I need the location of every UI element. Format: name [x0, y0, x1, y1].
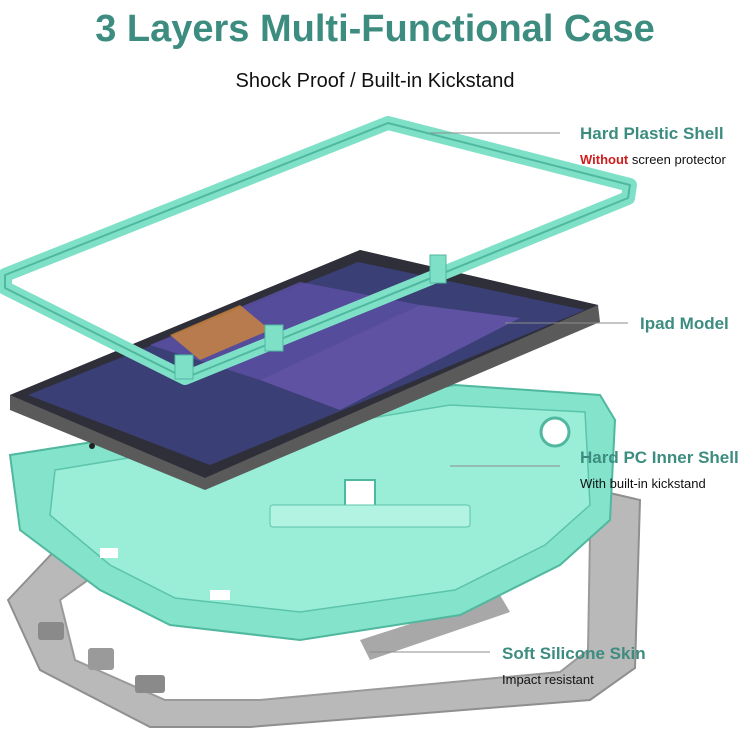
leader-lines	[370, 132, 628, 653]
page-subtitle: Shock Proof / Built-in Kickstand	[235, 70, 515, 92]
plastic-shell-shape	[0, 116, 637, 385]
plastic-shell-note-text: screen protector	[628, 152, 726, 167]
plastic-shell-name: Hard Plastic Shell	[580, 124, 724, 143]
pc-inner-shell-name: Hard PC Inner Shell	[580, 448, 739, 467]
without-highlight: Without	[580, 152, 629, 167]
pc-inner-shell-note: With built-in kickstand	[580, 476, 706, 491]
silicone-skin-name: Soft Silicone Skin	[502, 644, 646, 663]
page-title: 3 Layers Multi-Functional Case	[95, 8, 655, 50]
plastic-shell-note: Without screen protector	[580, 152, 726, 167]
ipad-model-name: Ipad Model	[640, 314, 729, 333]
label-plastic-shell: Hard Plastic Shell Without screen protec…	[580, 124, 726, 167]
label-silicone-skin: Soft Silicone Skin Impact resistant	[502, 644, 646, 687]
silicone-skin-note: Impact resistant	[502, 672, 594, 687]
label-ipad-model: Ipad Model	[640, 314, 729, 334]
label-pc-inner-shell: Hard PC Inner Shell With built-in kickst…	[580, 448, 739, 491]
